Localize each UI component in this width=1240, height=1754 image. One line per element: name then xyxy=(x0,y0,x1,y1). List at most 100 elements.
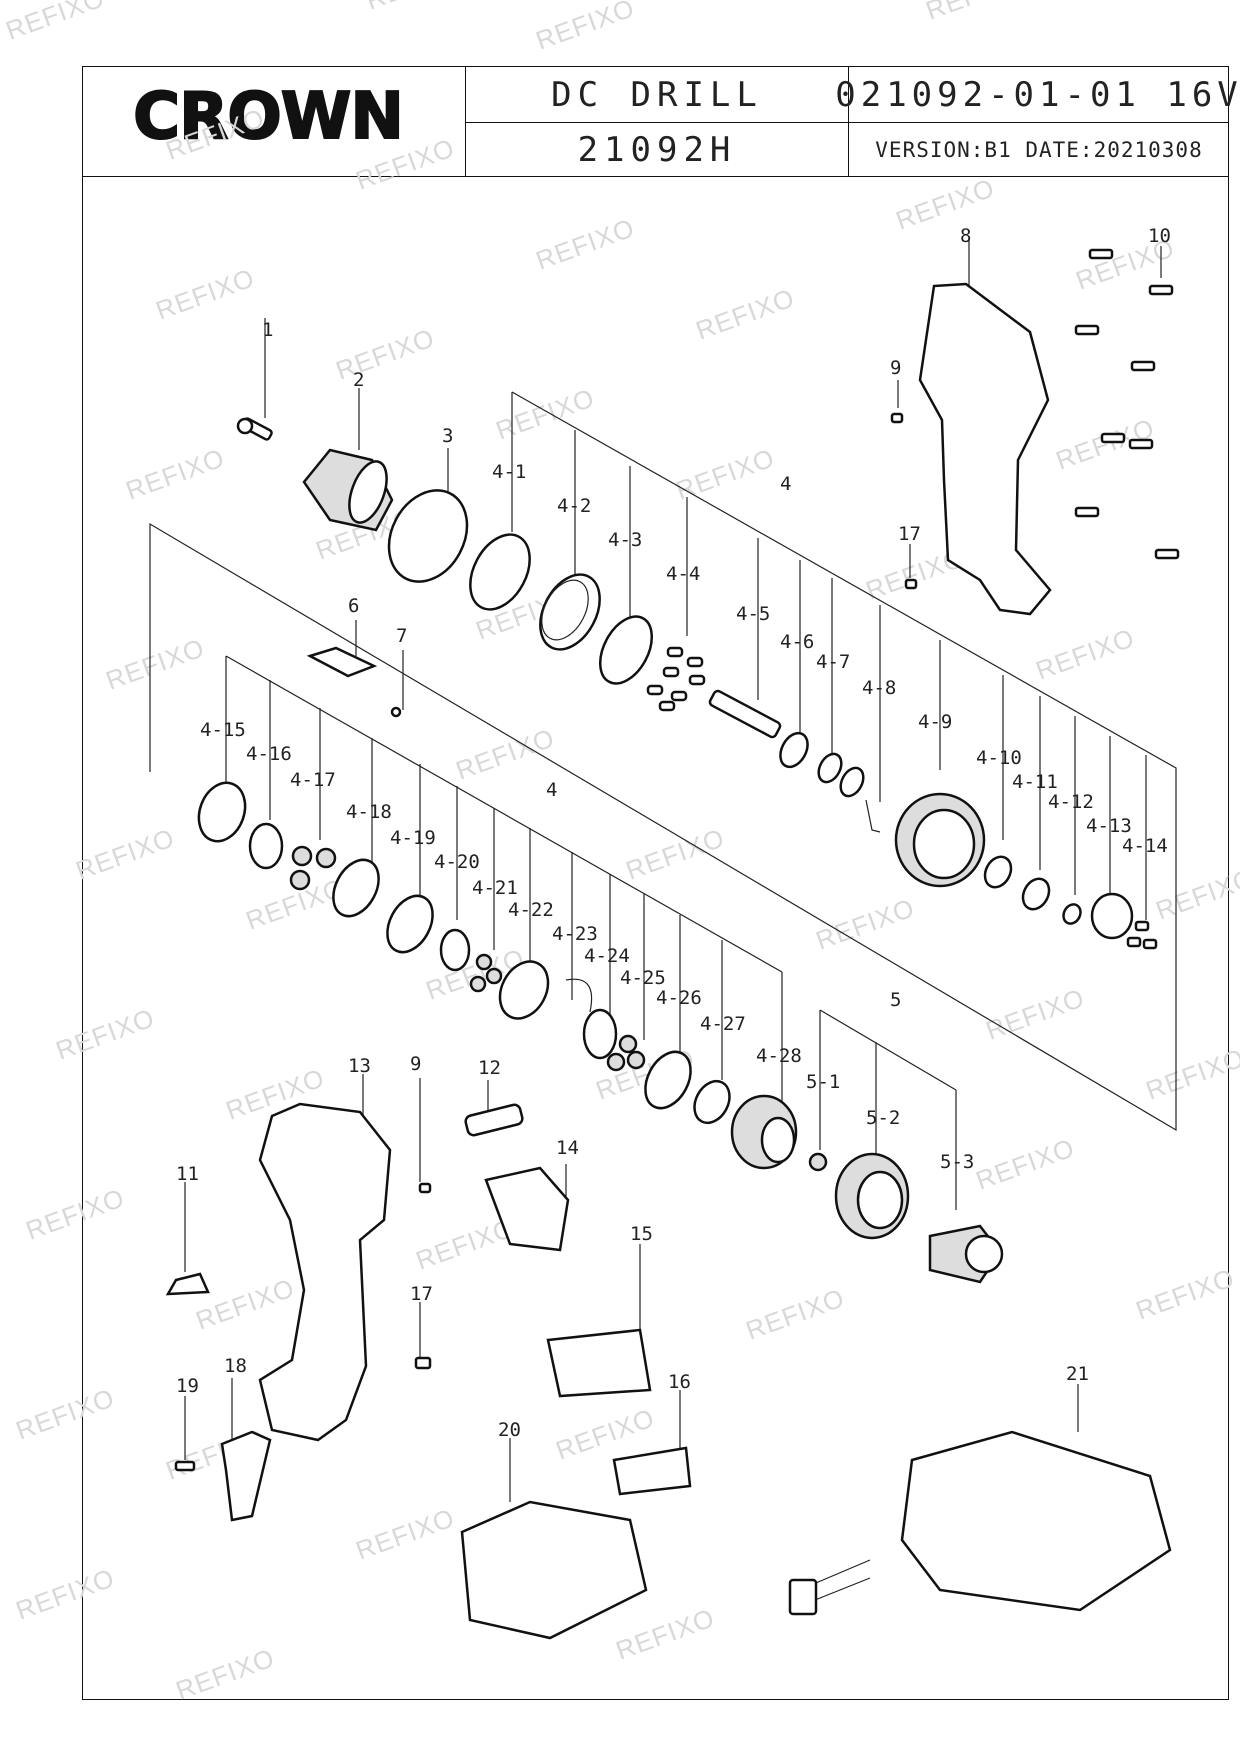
watermark-text: REFIXO xyxy=(532,212,639,275)
ball-part-7 xyxy=(390,706,402,718)
part-4-19 xyxy=(386,894,434,954)
label-10: 10 xyxy=(1148,225,1171,247)
part-4-24 xyxy=(582,1008,618,1060)
brand-logo: CROWN xyxy=(132,79,405,155)
watermark-text: REFIXO xyxy=(742,1282,849,1345)
motor-part-5-3 xyxy=(928,1224,1004,1284)
part-4-2 xyxy=(539,573,601,651)
label-4-28: 4-28 xyxy=(756,1045,802,1067)
label-6: 6 xyxy=(348,595,359,617)
part-4-27 xyxy=(693,1079,731,1125)
watermark-text: REFIXO xyxy=(52,1002,159,1065)
screw-part-19 xyxy=(174,1460,196,1472)
part-17-bottom xyxy=(414,1356,432,1370)
label-4-18: 4-18 xyxy=(346,801,392,823)
label-4-27: 4-27 xyxy=(700,1013,746,1035)
gear-housing-part-4-9 xyxy=(894,792,986,888)
label-5-1: 5-1 xyxy=(806,1071,840,1093)
pcb-part-15 xyxy=(546,1328,652,1398)
label-4-21: 4-21 xyxy=(472,877,518,899)
label-4-7: 4-7 xyxy=(816,651,850,673)
header-mid-rule xyxy=(465,122,1229,123)
label-20: 20 xyxy=(498,1419,521,1441)
watermark-text: REFIXO xyxy=(162,102,269,165)
part-9-top xyxy=(890,412,904,424)
plate-part-6 xyxy=(306,646,378,678)
header-divider-2 xyxy=(848,66,849,176)
label-4-3: 4-3 xyxy=(608,529,642,551)
charger-part-21 xyxy=(900,1430,1172,1612)
watermark-text: REFIXO xyxy=(982,982,1089,1045)
watermark-text: REFIXO xyxy=(172,1642,279,1705)
part-4-20 xyxy=(439,928,471,972)
watermark-text: REFIXO xyxy=(362,0,469,16)
label-17-second: 17 xyxy=(898,523,921,545)
watermark-text: REFIXO xyxy=(102,632,209,695)
label-4-24: 4-24 xyxy=(584,945,630,967)
label-4-22: 4-22 xyxy=(508,899,554,921)
part-9-bottom xyxy=(418,1182,432,1194)
label-15: 15 xyxy=(630,1223,653,1245)
watermark-text: REFIXO xyxy=(192,1272,299,1335)
label-4-26: 4-26 xyxy=(656,987,702,1009)
label-4-11: 4-11 xyxy=(1012,771,1058,793)
battery-part-20 xyxy=(460,1500,648,1640)
part-12 xyxy=(464,1103,524,1137)
part-4-14 xyxy=(1126,920,1158,950)
watermark-text: REFIXO xyxy=(692,282,799,345)
belt-clip-part-18 xyxy=(220,1430,272,1522)
part-4-25 xyxy=(606,1034,646,1072)
label-14: 14 xyxy=(556,1137,579,1159)
label-5-3: 5-3 xyxy=(940,1151,974,1173)
drawing-frame xyxy=(82,66,1229,1700)
part-5-1 xyxy=(808,1152,828,1172)
part-4-10 xyxy=(983,855,1013,889)
product-name: DC DRILL xyxy=(551,75,763,115)
part-4-26 xyxy=(644,1050,692,1110)
part-labels: 1 2 3 4 4-1 4-2 4-3 4-4 4-5 4-6 4-7 4-8 … xyxy=(176,225,1171,1441)
label-4-5: 4-5 xyxy=(736,603,770,625)
label-4-second: 4 xyxy=(546,779,557,801)
label-8: 8 xyxy=(960,225,971,247)
label-13: 13 xyxy=(348,1055,371,1077)
label-2: 2 xyxy=(353,369,364,391)
part-4-23 xyxy=(565,978,593,1013)
part-4-28 xyxy=(730,1094,798,1170)
part-16 xyxy=(612,1446,692,1496)
label-12: 12 xyxy=(478,1057,501,1079)
part-4-12 xyxy=(1062,903,1082,925)
watermark-text: REFIXO xyxy=(1142,1042,1240,1105)
label-7: 7 xyxy=(396,625,407,647)
part-4-6 xyxy=(779,731,809,769)
label-4-17: 4-17 xyxy=(290,769,336,791)
label-21: 21 xyxy=(1066,1363,1089,1385)
part-4-11 xyxy=(1021,877,1051,911)
watermark-text: REFIXO xyxy=(12,1562,119,1625)
header-bottom-rule xyxy=(82,176,1229,177)
clip-part xyxy=(865,799,881,833)
label-4-12: 4-12 xyxy=(1048,791,1094,813)
label-4-25: 4-25 xyxy=(620,967,666,989)
watermark-text: REFIXO xyxy=(332,322,439,385)
label-4-4: 4-4 xyxy=(666,563,700,585)
chuck-part-2 xyxy=(302,448,394,532)
spindle-part-4-5 xyxy=(708,689,782,739)
part-5-2 xyxy=(834,1152,910,1240)
label-5: 5 xyxy=(890,989,901,1011)
watermark-text: REFIXO xyxy=(892,172,999,235)
label-4-6: 4-6 xyxy=(780,631,814,653)
part-4-15 xyxy=(197,781,247,843)
label-16: 16 xyxy=(668,1371,691,1393)
label-4: 4 xyxy=(780,473,791,495)
watermark-text: REFIXO xyxy=(1132,1262,1239,1325)
watermark-text: REFIXO xyxy=(622,822,729,885)
label-4-1: 4-1 xyxy=(492,461,526,483)
label-4-13: 4-13 xyxy=(1086,815,1132,837)
pins-part-4-4 xyxy=(646,646,706,712)
ring-part-3 xyxy=(387,489,469,583)
header-divider-1 xyxy=(465,66,466,176)
label-4-14: 4-14 xyxy=(1122,835,1168,857)
label-4-9: 4-9 xyxy=(918,711,952,733)
watermark-text: REFIXO xyxy=(12,1382,119,1445)
